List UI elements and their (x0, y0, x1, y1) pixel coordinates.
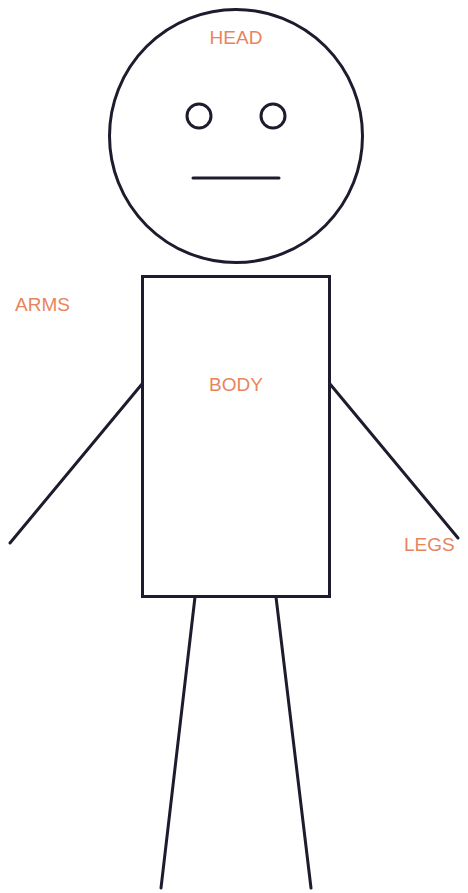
right-leg (276, 597, 311, 888)
part-name: HEAD (108, 28, 364, 48)
mouth (193, 177, 279, 180)
right-eye (261, 104, 285, 128)
left-eye (187, 104, 211, 128)
left-leg (161, 597, 195, 888)
body-box: BODY (141, 275, 331, 598)
part-name: BODY (144, 375, 328, 395)
left-arm (10, 384, 142, 543)
right-arm (330, 384, 458, 538)
part-label: ARMS (15, 295, 70, 315)
head-circle: HEAD (108, 8, 364, 264)
part-label: LEGS (404, 535, 455, 555)
